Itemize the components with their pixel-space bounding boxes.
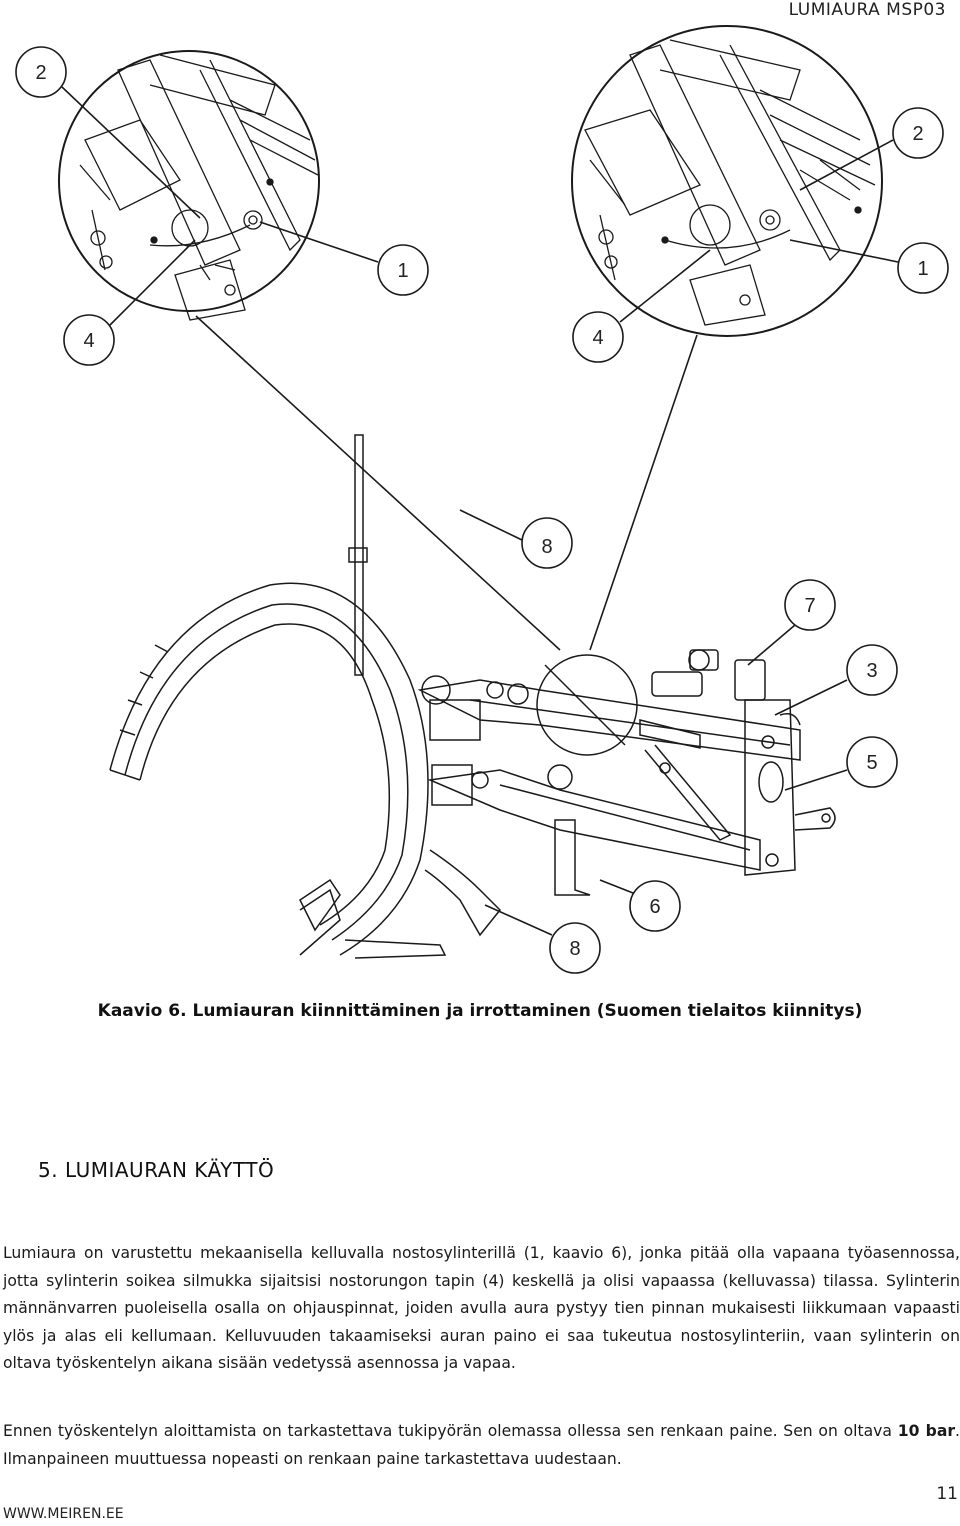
callout-label: 7	[804, 595, 815, 617]
callout-label: 2	[912, 123, 923, 145]
main-assembly	[109, 434, 836, 959]
callout-label: 4	[83, 330, 94, 352]
snowplow-diagram: 2 1 4 2 1 4 8 7 3 5 6 8	[15, 25, 949, 974]
callout-label: 1	[397, 260, 408, 282]
detail-circle-right	[571, 25, 949, 363]
body-paragraph: Lumiaura on varustettu mekaanisella kell…	[3, 1244, 960, 1372]
callout-label: 6	[649, 896, 660, 918]
section-heading: 5. LUMIAURAN KÄYTTÖ	[38, 1158, 275, 1182]
paragraph-text: . Ilmanpaineen muuttuessa nopeasti on re…	[3, 1422, 960, 1468]
figure-caption: Kaavio 6. Lumiauran kiinnittäminen ja ir…	[97, 1001, 863, 1021]
callout-label: 1	[917, 258, 928, 280]
tire-pressure-value: 10 bar	[897, 1422, 956, 1440]
paragraph-text: Ennen työskentelyn aloittamista on tarka…	[3, 1422, 898, 1440]
callout-label: 2	[35, 62, 46, 84]
header-title: LUMIAURA MSP03	[788, 0, 946, 20]
callout-label: 3	[866, 660, 877, 682]
callout-label: 8	[541, 536, 552, 558]
detail-circle-left	[15, 46, 429, 366]
footer-url: WWW.MEIREN.EE	[3, 1506, 124, 1522]
callout-label: 5	[866, 752, 877, 774]
body-paragraph: Ennen työskentelyn aloittamista on tarka…	[3, 1418, 960, 1473]
callout-label: 8	[569, 938, 580, 960]
callout-label: 4	[592, 327, 603, 349]
page-number: 11	[936, 1484, 958, 1504]
